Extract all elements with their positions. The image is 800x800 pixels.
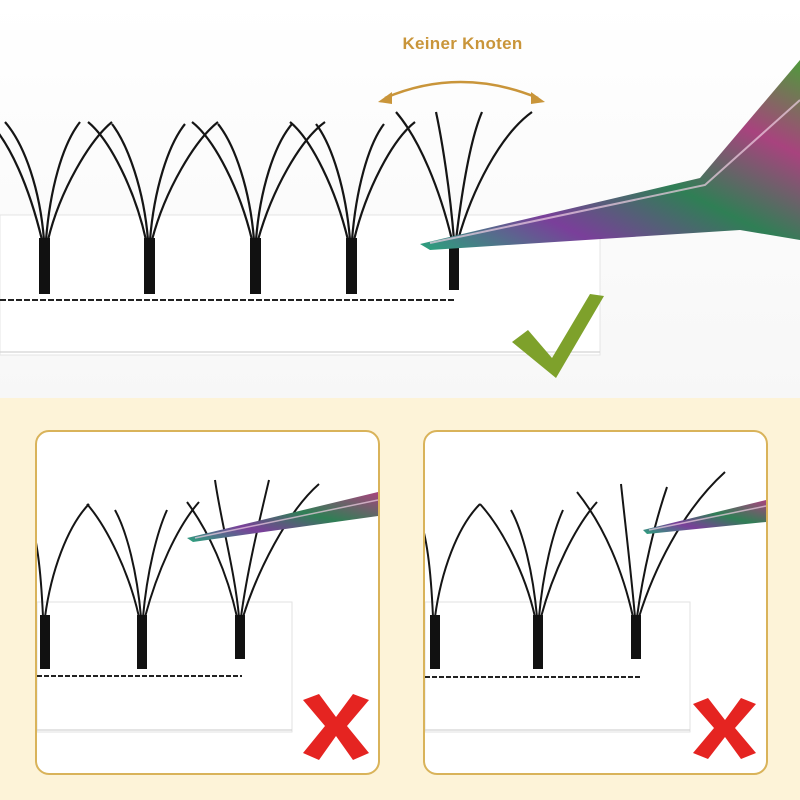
lash-fan xyxy=(576,471,726,659)
panel-left-illustration xyxy=(37,479,378,760)
lash-fan xyxy=(395,111,533,290)
tweezer xyxy=(187,492,378,542)
lash-fan xyxy=(86,501,200,669)
caption-label: Keiner Knoten xyxy=(402,34,523,53)
panel-right-illustration xyxy=(425,471,766,759)
lash-fan xyxy=(425,503,481,669)
lash-fan xyxy=(37,503,90,669)
tweezer xyxy=(420,60,800,250)
lash-tray xyxy=(425,601,691,733)
tweezer xyxy=(643,500,766,534)
panel-left xyxy=(35,430,380,775)
cross-icon xyxy=(693,698,756,759)
top-photo-illustration xyxy=(0,60,800,378)
double-arrow-icon xyxy=(378,80,545,104)
lash-fan xyxy=(191,121,326,294)
lash-fan xyxy=(87,121,219,294)
cross-icon xyxy=(303,694,369,760)
lash-fan xyxy=(289,121,416,294)
top-photo: Keiner Knoten xyxy=(0,0,800,398)
lash-fan xyxy=(186,479,320,659)
panel-right xyxy=(423,430,768,775)
check-icon xyxy=(512,294,604,378)
lash-fan xyxy=(0,121,113,294)
lash-tray xyxy=(37,601,293,733)
